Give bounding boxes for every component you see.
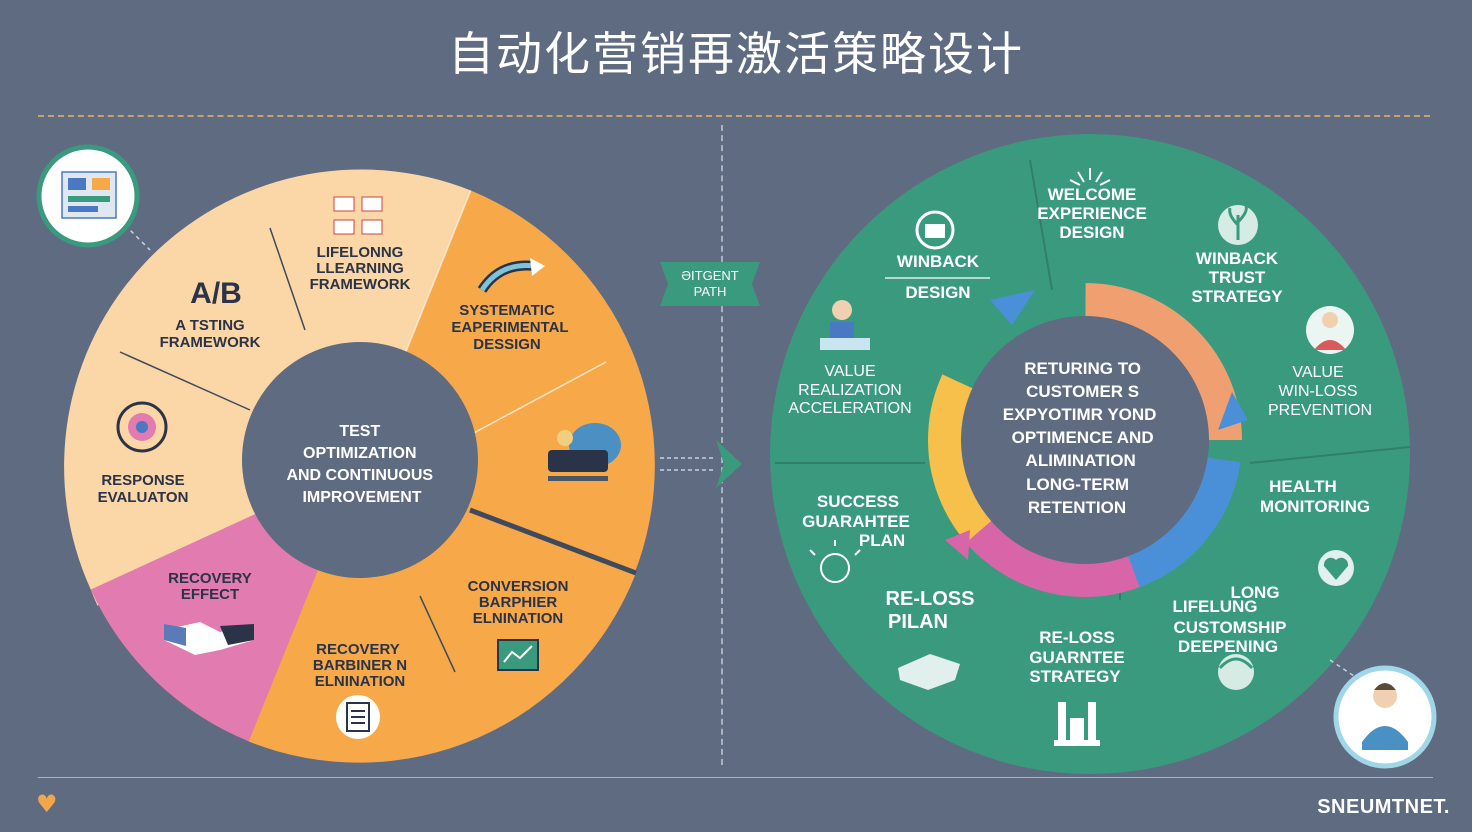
heart-icon — [1318, 550, 1354, 586]
gift-icon — [915, 210, 955, 250]
cards-icon — [333, 196, 383, 235]
ring-pink — [928, 283, 1242, 597]
right-hub — [961, 316, 1209, 564]
left-hub — [242, 342, 478, 578]
plant-icon — [1218, 205, 1258, 245]
right-wheel — [770, 134, 1411, 774]
right-hub-text: RETURING TO CUSTOMER S EXPYOTIMR YOND OP… — [1003, 359, 1161, 517]
winback-label: WINBACK — [897, 252, 980, 271]
top-divider — [38, 115, 1430, 117]
connector-label: ƏITGENT PATH — [660, 262, 760, 306]
ab-title: A/B — [190, 277, 242, 310]
heart-icon-footer: ♥ — [36, 790, 58, 818]
bulb-icon — [809, 540, 861, 583]
chart-icon — [497, 639, 539, 671]
globe-icon — [1218, 654, 1254, 690]
handshake-icon — [164, 622, 254, 655]
segment-peach[interactable] — [64, 169, 471, 590]
handshake-icon-right — [898, 654, 960, 690]
dashboard-badge-icon[interactable] — [36, 144, 151, 251]
avatar-badge[interactable] — [1329, 659, 1437, 769]
person-icon — [1306, 306, 1354, 354]
machine-icon — [548, 423, 621, 481]
design-label: DESIGN — [905, 283, 970, 302]
target-icon — [116, 401, 168, 453]
ring-yellow — [928, 283, 1242, 597]
document-icon — [336, 695, 380, 739]
bottom-divider — [38, 777, 1433, 778]
sparkle-icon — [1069, 168, 1111, 186]
ring-orange — [928, 283, 1242, 597]
arrow-icon — [477, 258, 545, 293]
connector-arrow — [660, 440, 742, 488]
person-desk-icon — [820, 300, 870, 350]
brand-logo: SNEUMTNET. — [1317, 796, 1450, 818]
building-icon — [1054, 702, 1100, 746]
left-wheel — [64, 169, 655, 763]
page-title: 自动化营销再激活策略设计 — [448, 27, 1024, 81]
center-divider — [721, 125, 723, 765]
left-hub-text: TEST OPTIMIZATION AND CONTINUOUS IMPROVE… — [286, 423, 437, 506]
